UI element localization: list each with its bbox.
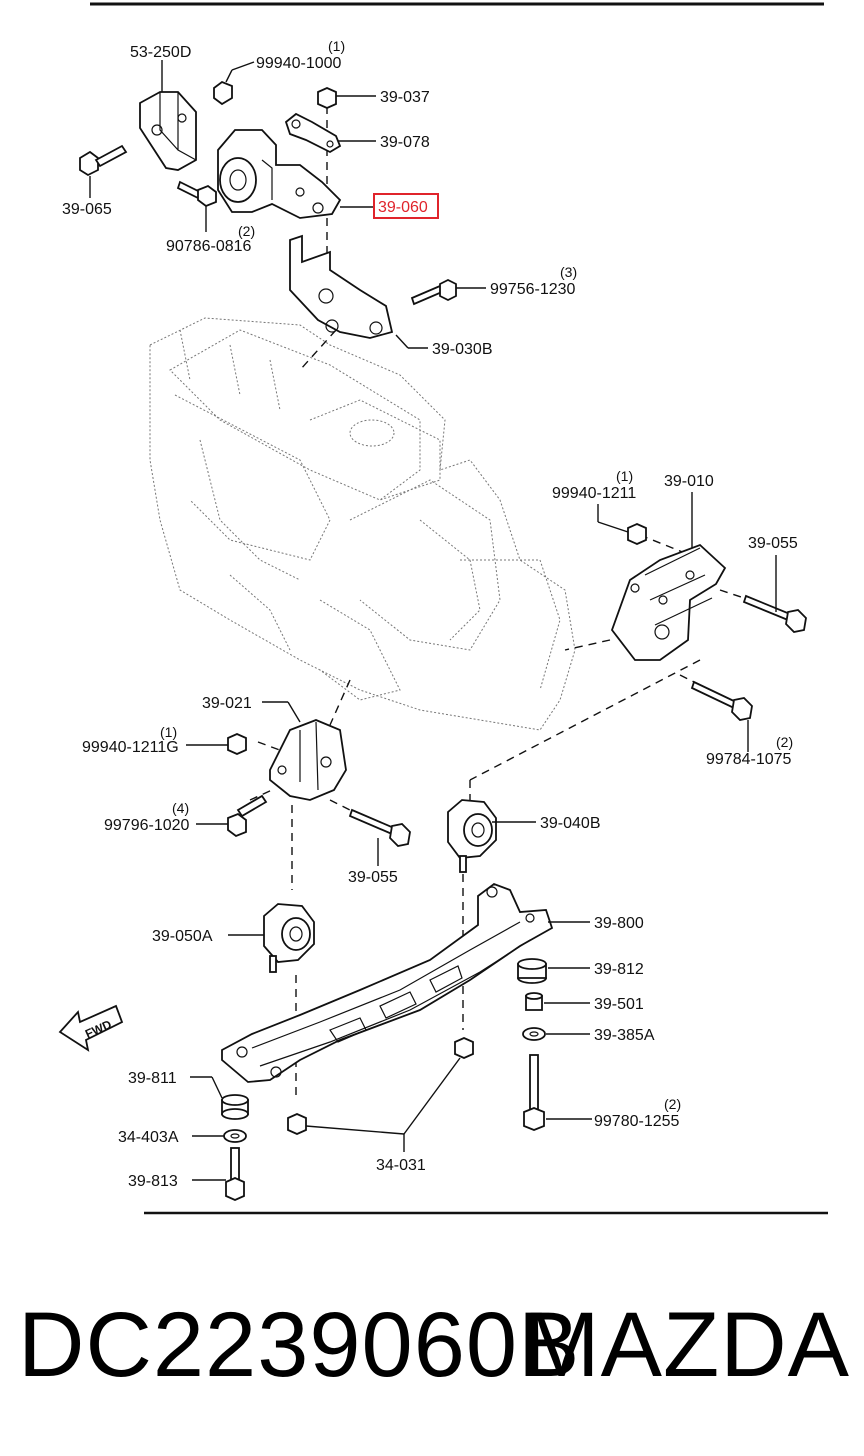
qty-99940-1211G: (1) <box>160 724 177 740</box>
qty-99940-1211-right: (1) <box>616 468 633 484</box>
bolt-39-055-right <box>742 555 807 633</box>
label-99940-1211G: 99940-1211G <box>82 739 179 756</box>
label-39-812: 39-812 <box>594 961 644 978</box>
bracket-39-021 <box>262 701 347 801</box>
mount-39-050A <box>228 903 315 973</box>
bolt-99784-1075 <box>690 680 753 752</box>
label-39-060: 39-060 <box>378 199 428 216</box>
label-53-250D: 53-250D <box>130 44 191 61</box>
label-39-050A: 39-050A <box>152 928 213 945</box>
plate-39-078 <box>284 112 342 154</box>
bracket-53-250D <box>139 60 197 171</box>
label-39-813: 39-813 <box>128 1173 178 1190</box>
nut-99940-1211G <box>186 733 247 755</box>
label-34-031: 34-031 <box>376 1157 426 1174</box>
bracket-39-030B <box>289 234 428 349</box>
bolt-39-055-mid <box>348 808 411 866</box>
rubber-39-811 <box>190 1076 249 1120</box>
upper-leaders <box>336 95 376 208</box>
label-99796-1020: 99796-1020 <box>104 817 190 834</box>
bracket-39-010 <box>610 492 727 661</box>
label-99780-1255: 99780-1255 <box>594 1113 680 1130</box>
bolt-99756-1230 <box>410 278 486 306</box>
highlight-box-39-060 <box>373 193 439 219</box>
bolt-39-065 <box>79 144 128 198</box>
label-99940-1000: 99940-1000 <box>256 55 342 72</box>
qty-99780-1255: (2) <box>664 1096 681 1112</box>
engine-mount-diagram: FWD 53-250D (1) 99940-1000 39-037 39-078… <box>58 2 828 1215</box>
qty-99784-1075: (2) <box>776 734 793 750</box>
washer-39-385A <box>522 1027 590 1041</box>
qty-99796-1020: (4) <box>172 800 189 816</box>
brand-name: MAZDA <box>523 1294 850 1396</box>
label-39-037: 39-037 <box>380 89 430 106</box>
label-39-501: 39-501 <box>594 996 644 1013</box>
bolt-99780-1255 <box>523 1054 592 1131</box>
engine-ghost-outline <box>149 317 576 731</box>
rubber-39-812 <box>517 958 590 984</box>
label-39-021: 39-021 <box>202 695 252 712</box>
label-39-040B: 39-040B <box>540 815 601 832</box>
qty-99940-1000: (1) <box>328 38 345 54</box>
collar-39-501 <box>525 992 590 1011</box>
label-39-055-mid: 39-055 <box>348 869 398 886</box>
callout-labels: 53-250D (1) 99940-1000 39-037 39-078 39-… <box>62 38 798 1190</box>
nut-99940-1211-right <box>597 504 647 545</box>
bolt-90786-0816 <box>176 180 217 232</box>
part-number: DC2239060B <box>18 1294 581 1396</box>
label-39-800: 39-800 <box>594 915 644 932</box>
qty-90786-0816: (2) <box>238 223 255 239</box>
nuts-34-031 <box>287 1037 474 1152</box>
label-99756-1230: 99756-1230 <box>490 281 576 298</box>
label-39-010: 39-010 <box>664 473 714 490</box>
nut-39-037 <box>317 87 337 109</box>
crossmember-39-800 <box>221 882 590 1083</box>
label-90786-0816: 90786-0816 <box>166 238 252 255</box>
label-34-403A: 34-403A <box>118 1129 179 1146</box>
footer-caption: DC2239060B MAZDA <box>0 1290 864 1410</box>
label-39-385A: 39-385A <box>594 1027 655 1044</box>
mount-39-040B <box>447 799 536 873</box>
engine-mount-39-060 <box>217 129 342 219</box>
fwd-arrow-icon: FWD <box>58 1004 124 1052</box>
qty-99756-1230: (3) <box>560 264 577 280</box>
label-39-030B: 39-030B <box>432 341 493 358</box>
label-99940-1211-right: 99940-1211 <box>552 485 636 502</box>
nut-99940-1000 <box>213 61 255 106</box>
washer-34-403A <box>192 1129 247 1143</box>
label-39-055-right: 39-055 <box>748 535 798 552</box>
label-99784-1075: 99784-1075 <box>706 751 792 768</box>
label-39-065: 39-065 <box>62 201 112 218</box>
bolt-39-813 <box>192 1147 245 1201</box>
bolt-99796-1020 <box>196 794 268 838</box>
label-39-811: 39-811 <box>128 1070 177 1087</box>
label-39-078: 39-078 <box>380 134 430 151</box>
